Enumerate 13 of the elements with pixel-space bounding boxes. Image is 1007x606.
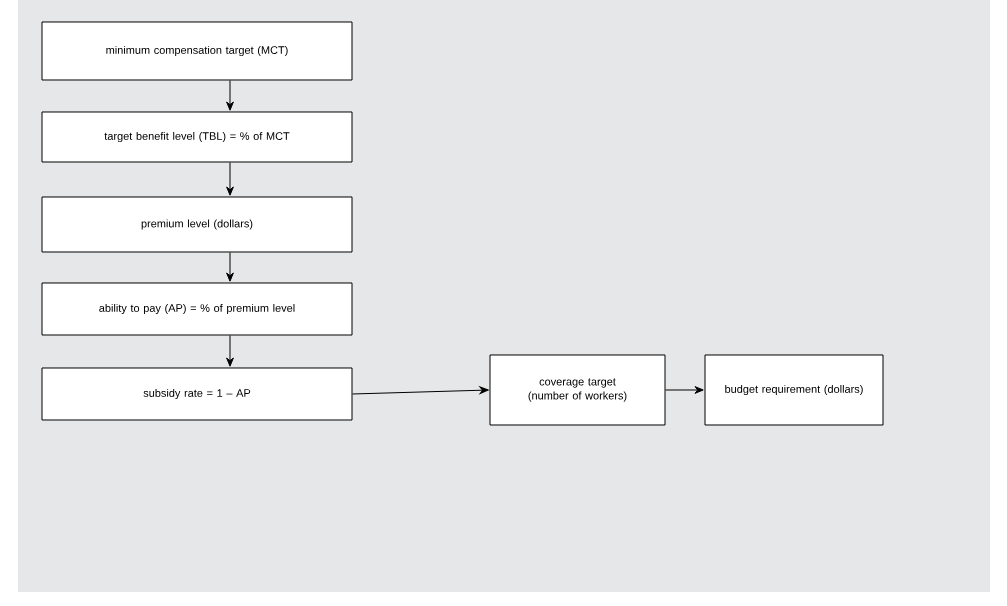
process-box: premium level (dollars) xyxy=(41,196,353,253)
process-box: minimum compensation target (MCT) xyxy=(41,21,353,81)
process-box: coverage target (number of workers) xyxy=(489,354,666,426)
arrow xyxy=(226,162,234,196)
arrow xyxy=(352,386,489,395)
arrow xyxy=(226,335,234,367)
process-box: target benefit level (TBL) = % of MCT xyxy=(41,111,353,163)
process-box: subsidy rate = 1 – AP xyxy=(41,367,353,421)
process-box: ability to pay (AP) = % of premium level xyxy=(41,282,353,336)
process-box: budget requirement (dollars) xyxy=(704,354,884,426)
arrow xyxy=(226,80,234,111)
arrow xyxy=(665,386,704,394)
arrow xyxy=(226,252,234,282)
